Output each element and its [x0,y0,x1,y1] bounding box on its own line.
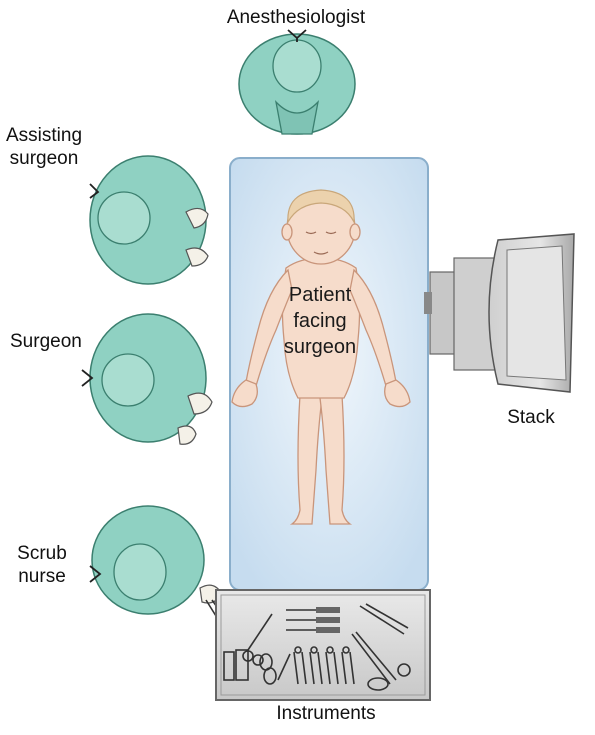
scrub-nurse-figure [90,506,226,616]
assisting-surgeon-label: Assisting surgeon [2,124,86,170]
patient-label: Patient facing surgeon [270,282,370,360]
surgeon-figure [82,314,212,444]
scrub-nurse-label-line1: Scrub [12,542,72,565]
scrub-nurse-label: Scrub nurse [12,542,72,588]
instrument-tray [216,590,430,700]
assisting-surgeon-label-line2: surgeon [2,147,86,170]
anesthesiologist-figure [239,30,355,134]
assisting-surgeon-label-line1: Assisting [2,124,86,147]
stack-label: Stack [496,406,566,429]
scrub-nurse-label-line2: nurse [12,565,72,588]
patient-label-line3: surgeon [270,334,370,360]
patient-label-line2: facing [270,308,370,334]
instruments-label: Instruments [236,702,416,725]
patient-label-line1: Patient [270,282,370,308]
assisting-surgeon-figure [90,156,208,284]
stack-tower [424,234,574,392]
surgeon-label: Surgeon [10,330,82,353]
anesthesiologist-label: Anesthesiologist [206,6,386,29]
